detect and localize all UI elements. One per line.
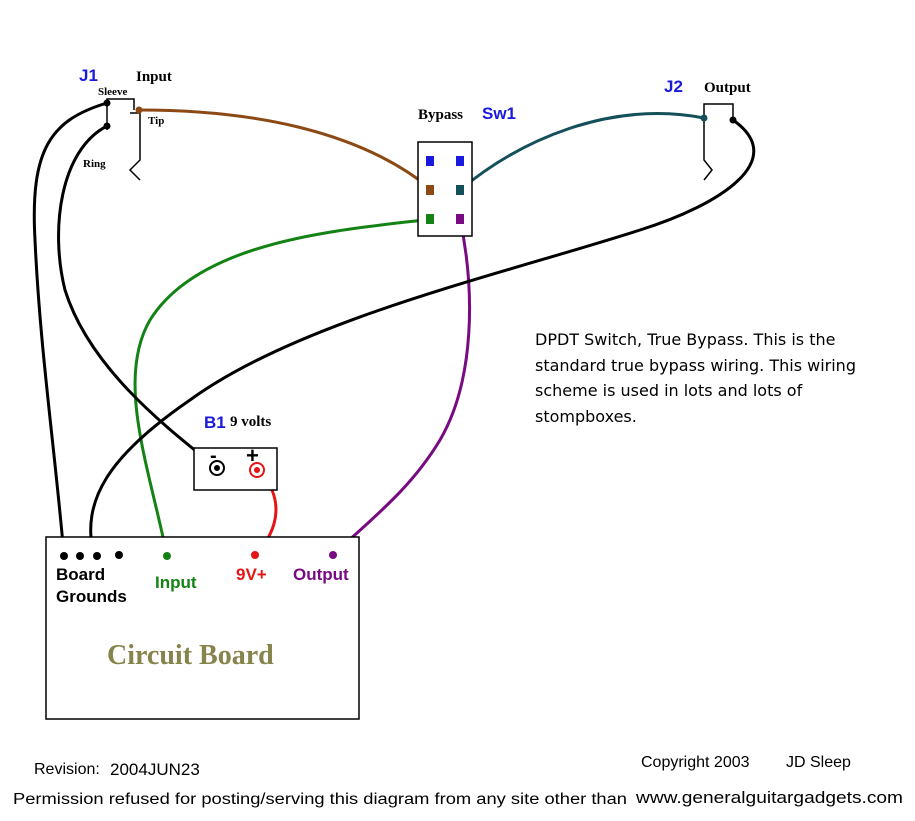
note-line-4: stompboxes. bbox=[535, 407, 637, 426]
board-grounds-label-1: Board bbox=[56, 565, 105, 584]
revision-label: Revision: bbox=[34, 761, 100, 778]
sw1-lug-bottom-left bbox=[426, 214, 434, 224]
wire-black-ring-battery bbox=[57, 124, 219, 470]
circuit-board: Board Grounds Input 9V+ Output Circuit B… bbox=[45, 536, 360, 720]
j1-designator: J1 bbox=[79, 66, 98, 85]
board-ground-pad-3 bbox=[93, 552, 101, 560]
copyright-text: Copyright 2003 bbox=[641, 754, 750, 771]
board-power-label: 9V+ bbox=[236, 565, 267, 584]
j1-ring-terminal bbox=[103, 122, 111, 130]
board-ground-pad-4 bbox=[115, 551, 123, 559]
board-input-pad bbox=[163, 552, 171, 560]
j1-ring-label: Ring bbox=[83, 158, 106, 170]
note-line-2: standard true bypass wiring. This wiring bbox=[535, 356, 856, 375]
board-title: Circuit Board bbox=[107, 640, 274, 671]
sw1-lug-top-left bbox=[426, 156, 434, 166]
j1-tip-terminal bbox=[135, 106, 143, 114]
sw1-lug-middle-left bbox=[426, 185, 434, 195]
b1-designator: B1 bbox=[204, 413, 226, 432]
board-ground-pad-2 bbox=[76, 552, 84, 560]
board-grounds-label-2: Grounds bbox=[56, 587, 127, 606]
site-url: www.generalguitargadgets.com bbox=[635, 788, 903, 807]
output-jack-j2: J2 Output bbox=[664, 77, 751, 181]
sw1-lug-top-right bbox=[456, 156, 464, 166]
wire-green-board-input bbox=[133, 217, 434, 558]
j1-label: Input bbox=[136, 69, 172, 85]
board-input-label: Input bbox=[155, 573, 197, 592]
b1-minus-terminal-core bbox=[214, 465, 220, 471]
board-power-pad bbox=[251, 551, 259, 559]
board-output-pad bbox=[329, 551, 337, 559]
b1-label: 9 volts bbox=[230, 414, 271, 430]
author-name: JD Sleep bbox=[786, 754, 851, 771]
j1-sleeve-label: Sleeve bbox=[98, 86, 127, 98]
j2-sleeve-terminal bbox=[729, 116, 737, 124]
battery-b1: B1 9 volts - + bbox=[193, 413, 278, 491]
j2-jack-symbol bbox=[703, 103, 734, 181]
wire-teal-output bbox=[458, 112, 706, 192]
sw1-designator: Sw1 bbox=[482, 104, 516, 123]
note-line-3: scheme is used in lots and lots of bbox=[535, 381, 803, 400]
permission-notice: Permission refused for posting/serving t… bbox=[13, 791, 627, 808]
j1-jack-symbol bbox=[106, 98, 141, 181]
note-line-1: DPDT Switch, True Bypass. This is the bbox=[535, 330, 835, 349]
j2-tip-terminal bbox=[700, 114, 708, 122]
input-jack-j1: J1 Input Sleeve Tip Ring bbox=[79, 66, 172, 181]
revision-value: 2004JUN23 bbox=[110, 760, 200, 779]
bypass-switch-sw1: Bypass Sw1 bbox=[417, 104, 516, 237]
sw1-lug-middle-right bbox=[456, 185, 464, 195]
description-note: DPDT Switch, True Bypass. This is the st… bbox=[535, 330, 856, 426]
j2-designator: J2 bbox=[664, 77, 683, 96]
footer: Revision: 2004JUN23 Copyright 2003 JD Sl… bbox=[13, 754, 903, 808]
board-ground-pad-1 bbox=[60, 552, 68, 560]
board-output-label: Output bbox=[293, 565, 349, 584]
sw1-label: Bypass bbox=[418, 107, 463, 123]
b1-minus-sign: - bbox=[210, 445, 217, 467]
j2-label: Output bbox=[704, 80, 751, 96]
board-outline bbox=[45, 536, 360, 720]
sw1-lug-bottom-right bbox=[456, 214, 464, 224]
j1-tip-label: Tip bbox=[148, 115, 164, 127]
wire-purple-board-output bbox=[331, 217, 471, 557]
wire-black-sleeve-ground bbox=[32, 101, 109, 558]
j1-sleeve-terminal bbox=[103, 99, 111, 107]
wire-black-output-sleeve-ground bbox=[89, 118, 756, 558]
b1-plus-terminal-core bbox=[254, 467, 260, 473]
wire-brown-input-tip bbox=[137, 108, 434, 192]
b1-plus-sign: + bbox=[246, 443, 259, 468]
